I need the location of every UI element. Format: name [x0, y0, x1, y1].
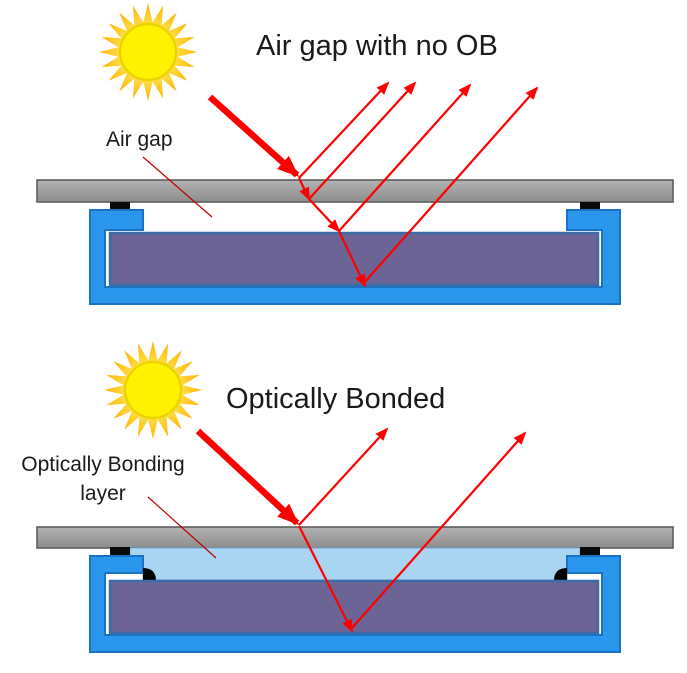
optical-bonding-layer	[129, 547, 581, 581]
reflected-ray-display-bottom	[351, 431, 527, 629]
adhesive-fillet-right	[554, 568, 567, 581]
cover-glass	[36, 526, 674, 549]
reflected-ray-display-top	[338, 83, 472, 232]
spacer-right	[580, 547, 600, 556]
reflected-ray-glass-top	[298, 81, 390, 179]
reflected-ray-display-bottom	[363, 86, 539, 284]
transmitted-ray-in-airgap	[308, 198, 341, 233]
optically-bonded-diagram	[36, 341, 674, 653]
frame-tray	[89, 209, 621, 305]
reflected-ray-glass-top	[298, 427, 389, 526]
sun-core	[123, 360, 183, 420]
air-gap-leader-line	[142, 156, 213, 218]
spacer-left	[110, 547, 130, 556]
adhesive-fillet-left	[143, 568, 156, 581]
sun-icon	[99, 3, 197, 101]
transmitted-ray-in-glass	[298, 177, 310, 201]
transmitted-ray-in-display	[338, 230, 366, 288]
transmitted-ray-through-stack	[298, 525, 353, 633]
spacer-left	[110, 202, 130, 211]
incident-sunlight-arrow	[195, 428, 300, 526]
optically-bonded-title: Optically Bonded	[226, 383, 446, 415]
bonding-layer-label-line1: Optically Bonding	[21, 453, 185, 476]
spacer-right	[580, 202, 600, 211]
air-gap-diagram	[36, 3, 674, 305]
sun-icon	[104, 341, 202, 439]
incident-sunlight-arrow	[207, 94, 300, 178]
bonding-layer-leader-line	[147, 496, 217, 559]
air-gap-label: Air gap	[106, 128, 173, 151]
bonding-layer-label: Optically Bonding layer	[0, 451, 206, 509]
display-panel	[108, 231, 600, 287]
air-gap-title: Air gap with no OB	[256, 30, 498, 62]
reflected-ray-glass-bottom	[308, 81, 417, 200]
cover-glass	[36, 179, 674, 203]
sun-core	[118, 22, 178, 82]
bonding-layer-label-line2: layer	[80, 481, 126, 505]
